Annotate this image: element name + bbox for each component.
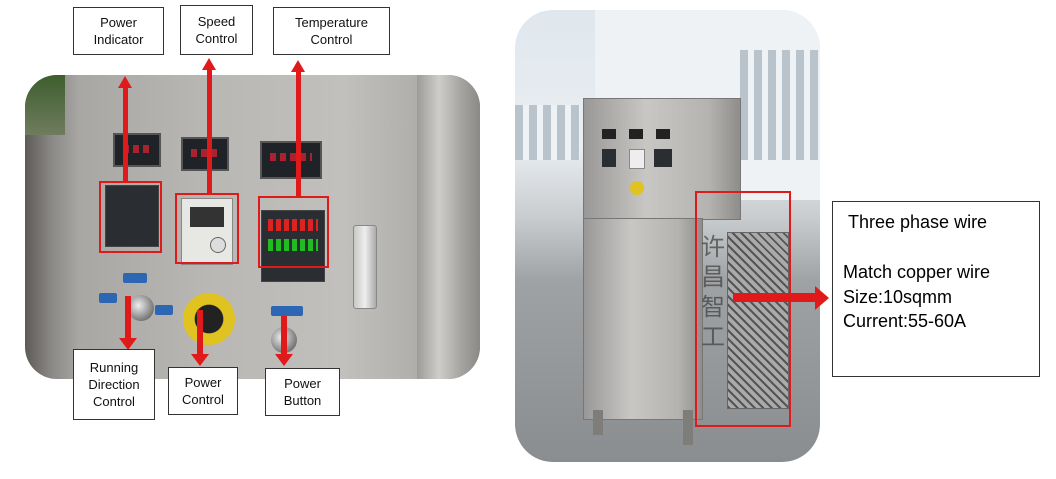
info-line: Match copper wire [843, 262, 991, 282]
fan-grill [727, 232, 789, 409]
power-control-emergency-knob[interactable] [183, 293, 235, 345]
cabinet-photo [515, 10, 820, 462]
background-grass [25, 75, 65, 135]
wiring-arrowhead [815, 286, 829, 310]
running-direction-arrow [125, 296, 131, 340]
power-indicator-label: Power Indicator [73, 7, 164, 55]
control-panel-photo [25, 75, 480, 379]
power-control-arrow [197, 310, 203, 356]
meter-display-1 [113, 133, 161, 167]
power-indicator-highlight [99, 181, 162, 253]
power-button-arrowhead [275, 354, 293, 366]
speed-control-arrowhead [202, 58, 216, 70]
temperature-control-label: Temperature Control [273, 7, 390, 55]
wiring-arrow [733, 293, 817, 302]
meter-display-3 [260, 141, 322, 179]
wiring-spec-box: Three phase wire Match copper wire Size:… [832, 201, 1040, 377]
speed-controller-panel [181, 198, 233, 265]
watermark-text: 许昌智工 [701, 233, 725, 351]
speed-control-arrow [207, 68, 212, 193]
door-latch [353, 225, 377, 309]
power-control-label: Power Control [168, 367, 238, 415]
temperature-control-highlight [258, 196, 329, 268]
cabinet-lower-door [583, 218, 703, 420]
speed-control-label: Speed Control [180, 5, 253, 55]
power-button-arrow [281, 316, 287, 356]
cabinet-upper-section [583, 98, 741, 220]
info-line: Current:55-60A [843, 311, 967, 331]
power-indicator-panel [105, 185, 159, 247]
building-windows [740, 50, 820, 160]
temperature-controller-panel [261, 210, 325, 282]
power-control-arrowhead [191, 354, 209, 366]
running-direction-control-label: Running Direction Control [73, 349, 155, 420]
power-button-plate [271, 306, 303, 316]
power-button-label: Power Button [265, 368, 340, 416]
temperature-control-arrowhead [291, 60, 305, 72]
power-indicator-arrowhead [118, 76, 132, 88]
power-indicator-arrow [123, 86, 128, 181]
running-direction-arrowhead [119, 338, 137, 350]
direction-switch-knob[interactable] [128, 295, 154, 321]
wiring-highlight [695, 191, 791, 427]
temperature-control-arrow [296, 70, 301, 196]
direction-label-plate [123, 273, 147, 283]
cabinet-leg-left [593, 410, 603, 435]
building-windows-left [515, 105, 580, 160]
direction-left-plate [99, 293, 117, 303]
cabinet-leg-right [683, 410, 693, 445]
info-line: Size:10sqmm [843, 287, 953, 307]
speed-control-highlight [175, 193, 239, 264]
meter-display-2 [181, 137, 229, 171]
direction-right-plate [155, 305, 173, 315]
cabinet-edge [417, 75, 480, 379]
info-title: Three phase wire [848, 212, 988, 232]
